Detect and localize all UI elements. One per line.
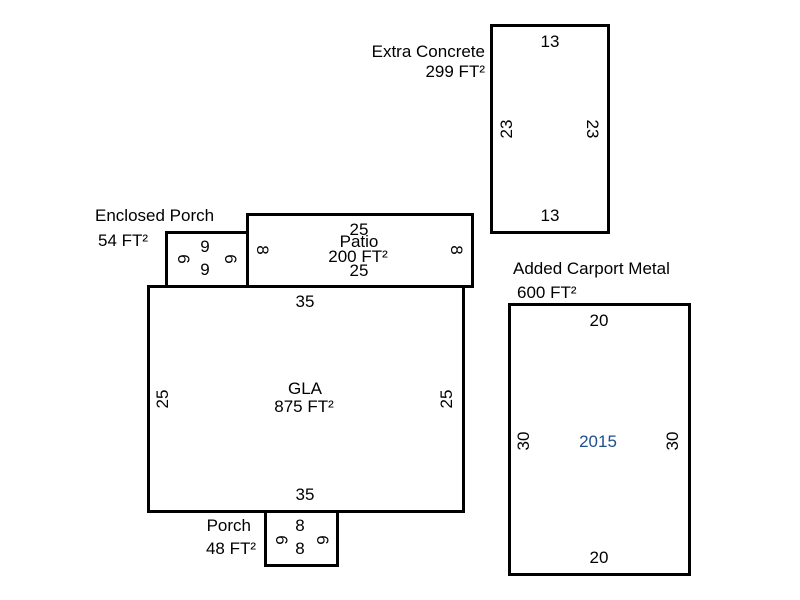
enclosed-porch-bottom-dim: 9 bbox=[200, 260, 210, 279]
porch-bottom-dim: 8 bbox=[295, 539, 305, 558]
porch-top-dim: 8 bbox=[295, 516, 305, 535]
patio-area-label: 200 FT² bbox=[328, 247, 388, 266]
enclosed-porch-right-dim: 6 bbox=[221, 254, 240, 264]
gla-top-dim: 35 bbox=[295, 292, 315, 311]
carport-right-dim: 30 bbox=[663, 431, 682, 451]
patio-left-dim: 8 bbox=[253, 245, 272, 255]
extra-concrete-area-label: 299 FT² bbox=[425, 62, 485, 81]
enclosed-porch-top-dim: 9 bbox=[200, 237, 210, 256]
gla-bottom-dim: 35 bbox=[295, 485, 315, 504]
carport-top-dim: 20 bbox=[589, 311, 609, 330]
patio-right-dim: 8 bbox=[447, 245, 466, 255]
carport-area-label: 600 FT² bbox=[517, 283, 577, 302]
gla-right-dim: 25 bbox=[437, 389, 456, 409]
enclosed-porch-area-label: 54 FT² bbox=[98, 231, 149, 250]
patio-label: Patio bbox=[339, 232, 379, 251]
enclosed-porch-left-dim: 6 bbox=[174, 254, 193, 264]
patio-bottom-dim: 25 bbox=[349, 261, 369, 280]
porch-area-label: 48 FT² bbox=[205, 539, 256, 558]
carport-area bbox=[508, 303, 691, 576]
extra-concrete-bottom-dim: 13 bbox=[540, 206, 560, 225]
carport-left-dim: 30 bbox=[514, 431, 533, 451]
extra-concrete-left-dim: 23 bbox=[497, 119, 516, 139]
porch-label: Porch bbox=[206, 516, 251, 535]
enclosed-porch-label: Enclosed Porch bbox=[95, 206, 215, 225]
extra-concrete-top-dim: 13 bbox=[540, 32, 560, 51]
porch-area bbox=[264, 510, 339, 567]
porch-left-dim: 6 bbox=[272, 535, 291, 545]
carport-bottom-dim: 20 bbox=[589, 548, 609, 567]
gla-left-dim: 25 bbox=[153, 389, 172, 409]
gla-area-label: 875 FT² bbox=[274, 397, 334, 416]
carport-year-label: 2015 bbox=[579, 432, 617, 451]
patio-top-dim: 25 bbox=[349, 220, 369, 239]
extra-concrete-label: Extra Concrete bbox=[371, 42, 485, 61]
porch-right-dim: 6 bbox=[313, 535, 332, 545]
gla-label: GLA bbox=[287, 379, 323, 398]
carport-label: Added Carport Metal bbox=[513, 259, 670, 278]
extra-concrete-right-dim: 23 bbox=[583, 119, 602, 139]
extra-concrete-area bbox=[490, 24, 610, 234]
